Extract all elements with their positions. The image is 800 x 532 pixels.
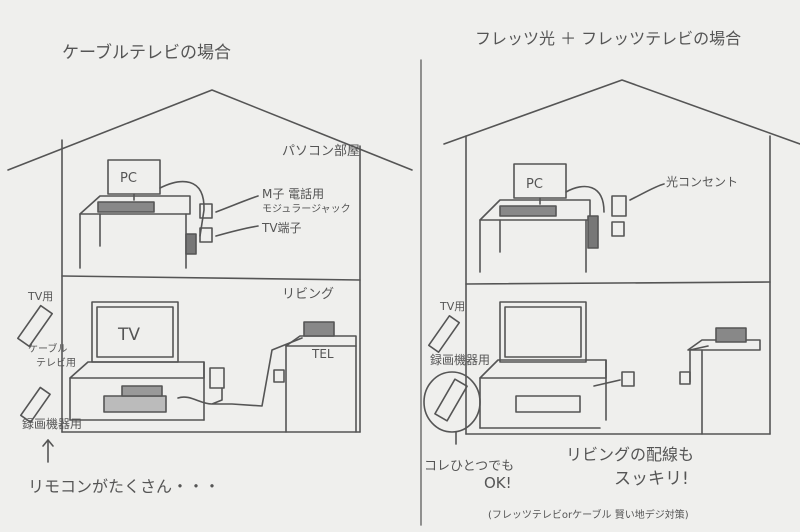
right-caption-living-2: スッキリ! bbox=[614, 469, 689, 489]
left-remote-cable bbox=[19, 386, 51, 423]
right-pc-desktop bbox=[479, 199, 591, 221]
right-pc-cable bbox=[565, 185, 605, 213]
left-stb bbox=[121, 385, 163, 397]
left-house: ケーブルテレビの場合 パソコン部屋 リビング PC M子 電話用 モジュラージャ… bbox=[7, 42, 413, 496]
left-roof bbox=[7, 89, 413, 171]
left-pc-label: PC bbox=[120, 171, 137, 186]
left-remote-recorder-label: 録画機器用 bbox=[22, 416, 82, 431]
right-remote-tv bbox=[427, 315, 461, 353]
right-tel-cabinet bbox=[687, 339, 761, 351]
left-tel: TEL bbox=[273, 321, 357, 433]
left-tv-set: TV bbox=[69, 301, 303, 421]
right-caption-living-1: リビングの配線も bbox=[566, 445, 694, 464]
left-label-modular-2: モジュラージャック bbox=[262, 203, 351, 215]
right-label-optical: 光コンセント bbox=[666, 175, 738, 189]
right-house: フレッツ光 ＋ フレッツテレビの場合 PC 光コンセント bbox=[423, 29, 800, 492]
left-tv-label: TV bbox=[117, 325, 140, 345]
left-modem bbox=[185, 233, 197, 255]
right-tv-outlet bbox=[621, 371, 635, 387]
right-keyboard bbox=[499, 205, 557, 217]
right-tv-screen bbox=[499, 301, 587, 363]
left-remotes: TV用 ケーブル テレビ用 録画機器用 bbox=[16, 290, 82, 463]
right-onu bbox=[587, 215, 599, 249]
right-tv-cable bbox=[593, 379, 621, 387]
right-remote: TV用 録画機器用 bbox=[423, 300, 490, 445]
left-floor-divider bbox=[61, 275, 361, 281]
left-tv-stand bbox=[69, 361, 205, 379]
right-title: フレッツ光 ＋ フレッツテレビの場合 bbox=[475, 29, 741, 48]
right-recorder bbox=[515, 395, 581, 413]
right-optical-outlet bbox=[611, 195, 627, 217]
left-telephone bbox=[303, 321, 335, 337]
left-tv-outlet-upper bbox=[199, 227, 213, 243]
right-remote-tv-label: TV用 bbox=[439, 300, 465, 313]
right-tel bbox=[687, 327, 761, 435]
left-label-tv-outlet: TV端子 bbox=[261, 221, 302, 235]
right-pc-label: PC bbox=[526, 177, 543, 192]
left-pc-desk: PC M子 電話用 モジュラージャック TV端子 bbox=[79, 159, 351, 269]
left-remote-cable-label-2: テレビ用 bbox=[36, 357, 76, 369]
right-caption-remote-1: コレひとつでも bbox=[424, 459, 514, 474]
left-arrow-head bbox=[42, 439, 54, 447]
right-telephone bbox=[715, 327, 747, 343]
right-roof bbox=[443, 79, 800, 145]
left-room-upper-label: パソコン部屋 bbox=[282, 144, 360, 159]
right-pc-desk: PC 光コンセント bbox=[479, 163, 738, 273]
left-remote-tv-label: TV用 bbox=[27, 290, 53, 303]
right-remote-highlight bbox=[423, 371, 481, 433]
left-tel-label: TEL bbox=[311, 347, 334, 361]
left-keyboard bbox=[97, 201, 155, 213]
right-remote-recorder-label: 録画機器用 bbox=[430, 352, 490, 367]
right-tv-set bbox=[479, 301, 709, 429]
left-recorder bbox=[103, 395, 167, 413]
left-tv-outlet-lower bbox=[209, 367, 225, 389]
left-splitter-cable bbox=[177, 337, 303, 407]
left-label-modular-1: M子 電話用 bbox=[262, 186, 324, 201]
left-pc-cable bbox=[159, 180, 205, 237]
right-floor-divider bbox=[465, 281, 771, 285]
footer-note: (フレッツテレビorケーブル 賢い地デジ対策) bbox=[488, 508, 689, 521]
right-remote-unified bbox=[434, 378, 468, 422]
left-pc-desktop bbox=[79, 195, 191, 215]
left-modular-jack bbox=[199, 203, 213, 219]
left-remote-tv bbox=[16, 304, 54, 348]
left-caption: リモコンがたくさん・・・ bbox=[28, 477, 220, 496]
left-tel-cabinet bbox=[285, 335, 357, 347]
right-caption-remote-2: OK! bbox=[484, 474, 512, 492]
left-title: ケーブルテレビの場合 bbox=[62, 42, 231, 63]
left-room-lower-label: リビング bbox=[282, 287, 334, 302]
left-remote-cable-label-1: ケーブル bbox=[28, 342, 67, 355]
right-tel-cable bbox=[689, 345, 709, 383]
